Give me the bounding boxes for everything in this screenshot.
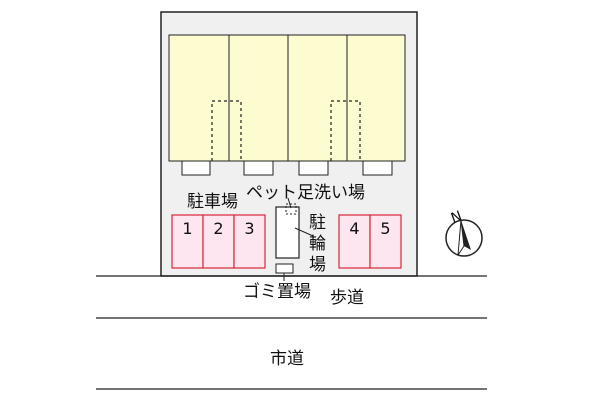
entrance-step [181, 160, 211, 176]
parking-space-number: 5 [380, 219, 390, 238]
entrance-step [243, 160, 274, 176]
dwelling-unit [228, 34, 289, 162]
parking-space [233, 214, 266, 269]
dwelling-unit [346, 34, 406, 162]
city-road-label: 市道 [270, 349, 304, 369]
bicycle-parking-area [275, 206, 300, 259]
leader-line [294, 227, 314, 237]
parking-label: 駐車場 [187, 192, 238, 212]
dashed-hallway [211, 100, 242, 161]
dwelling-unit [168, 34, 230, 162]
bicycle-parking-char: 場 [309, 255, 326, 275]
dwelling-unit [287, 34, 348, 162]
parking-space [338, 214, 371, 269]
garbage-area [275, 263, 294, 274]
bicycle-parking-label: 駐 輪 場 [309, 213, 326, 275]
parking-space-number: 2 [213, 219, 223, 238]
parking-space-number: 4 [349, 219, 359, 238]
dashed-hallway [330, 100, 361, 161]
parking-space [369, 214, 402, 269]
pet-wash-label: ペット足洗い場 [246, 183, 365, 203]
parking-area-right: 4 5 [338, 214, 402, 269]
entrance-step [362, 160, 393, 176]
building [168, 34, 406, 176]
garbage-label: ゴミ置場 [243, 281, 311, 302]
bicycle-parking-char: 輪 [309, 234, 326, 254]
bicycle-parking-char: 駐 [309, 213, 326, 233]
parking-space-number: 1 [182, 219, 192, 238]
leader-line [287, 197, 292, 209]
entrance-step [298, 160, 329, 176]
north-arrow-icon: N [445, 208, 483, 257]
parking-area-left: 1 2 3 [171, 214, 266, 269]
parking-space-number: 3 [244, 219, 254, 238]
pet-wash-spot [285, 203, 297, 215]
parking-space [171, 214, 204, 269]
north-label: N [449, 208, 464, 227]
sidewalk-label: 歩道 [330, 288, 364, 308]
